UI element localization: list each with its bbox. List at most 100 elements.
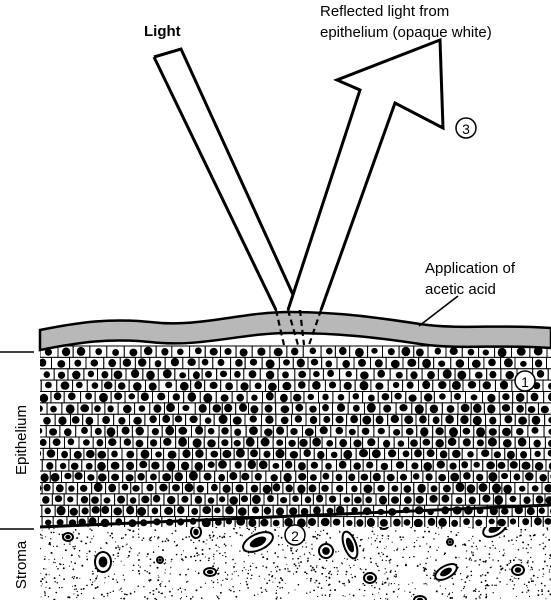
stroma-dot xyxy=(443,553,446,556)
cell-nucleus xyxy=(481,449,490,458)
stroma-dot xyxy=(49,544,52,546)
cell-nucleus xyxy=(54,495,63,503)
cell-nucleus xyxy=(161,348,169,356)
stroma-dot xyxy=(198,539,201,542)
cell-nucleus xyxy=(516,428,524,436)
stroma-dot xyxy=(127,556,129,558)
stroma-dot xyxy=(52,545,55,547)
stroma-dot xyxy=(449,597,452,599)
stroma-dot xyxy=(123,564,125,566)
cell-nucleus xyxy=(294,415,303,423)
cell-nucleus xyxy=(442,484,451,493)
cell-nucleus xyxy=(531,427,539,434)
epithelial-cell xyxy=(40,379,42,393)
cell-nucleus xyxy=(395,461,405,469)
stroma-dot xyxy=(359,544,362,547)
cell-nucleus xyxy=(403,485,412,493)
stroma-dot xyxy=(218,572,220,575)
cell-nucleus xyxy=(371,449,381,459)
cell-nucleus xyxy=(298,462,306,471)
stroma-dot xyxy=(295,570,298,573)
cell-nucleus xyxy=(56,505,66,516)
stroma-dot xyxy=(144,596,146,598)
stroma-dot xyxy=(107,532,109,534)
cell-nucleus xyxy=(472,415,482,426)
cell-nucleus xyxy=(191,507,199,515)
cell-nucleus xyxy=(413,518,423,527)
cell-nucleus xyxy=(162,369,172,379)
stroma-dot xyxy=(185,595,188,598)
cell-nucleus xyxy=(342,360,351,368)
stroma-dot xyxy=(112,590,115,592)
stroma-dot xyxy=(148,539,151,541)
cell-nucleus xyxy=(309,474,317,481)
cell-nucleus xyxy=(234,461,242,469)
stroma-dot xyxy=(109,534,112,537)
stroma-cell-nucleus xyxy=(322,547,330,555)
stroma-dot xyxy=(137,564,140,566)
cell-nucleus xyxy=(121,483,129,491)
cell-nucleus xyxy=(194,461,203,471)
stroma-dot xyxy=(518,559,520,561)
stroma-dot xyxy=(211,531,214,533)
stroma-dot xyxy=(72,568,75,571)
stroma-dot xyxy=(268,579,271,582)
cell-nucleus xyxy=(531,485,539,492)
stroma-dot xyxy=(388,584,390,586)
stroma-dot xyxy=(314,531,317,533)
stroma-dot xyxy=(232,558,234,561)
epithelial-cell xyxy=(546,345,551,358)
stroma-dot xyxy=(506,528,508,531)
stroma-dot xyxy=(201,553,204,556)
stroma-dot xyxy=(245,580,248,583)
stroma-dot xyxy=(166,538,168,540)
stroma-dot xyxy=(270,571,272,573)
stroma-dot xyxy=(41,537,43,539)
stroma-dot xyxy=(541,590,543,592)
cell-nucleus xyxy=(189,415,198,424)
stroma-dot xyxy=(117,555,119,557)
stroma-dot xyxy=(479,593,482,596)
cell-nucleus xyxy=(503,484,512,494)
stroma-dot xyxy=(152,593,155,596)
stroma-dot xyxy=(225,578,227,580)
cell-nucleus xyxy=(476,473,484,482)
cell-nucleus xyxy=(538,507,545,514)
stroma-dot xyxy=(309,591,311,593)
stroma-dot xyxy=(295,550,298,552)
stroma-dot xyxy=(384,573,386,575)
cell-nucleus xyxy=(270,474,278,482)
cell-nucleus xyxy=(151,461,160,470)
stroma-dot xyxy=(148,572,151,575)
stroma-dot xyxy=(155,588,158,590)
stroma-dot xyxy=(417,536,419,539)
cell-nucleus xyxy=(291,347,299,356)
stroma-dot xyxy=(216,596,219,598)
stroma-dot xyxy=(137,585,139,587)
stroma-dot xyxy=(370,543,372,545)
cell-nucleus xyxy=(404,415,414,425)
stroma-dot xyxy=(115,579,117,581)
cell-nucleus xyxy=(462,427,471,435)
stroma-dot xyxy=(62,567,65,570)
stroma-dot xyxy=(115,541,117,543)
cell-nucleus xyxy=(351,507,358,514)
cell-nucleus xyxy=(260,518,269,527)
stroma-dot xyxy=(419,545,421,547)
cell-nucleus xyxy=(330,451,338,458)
stroma-dot xyxy=(359,538,362,541)
cell-nucleus xyxy=(487,393,496,403)
stroma-dot xyxy=(385,559,387,562)
stroma-dot xyxy=(515,578,517,580)
stroma-dot xyxy=(485,593,488,596)
stroma-cell-nucleus xyxy=(448,540,452,544)
cell-nucleus xyxy=(83,439,90,446)
stroma-dot xyxy=(463,586,466,588)
stroma-dot xyxy=(545,598,547,600)
stroma-dot xyxy=(465,550,468,552)
stroma-dot xyxy=(451,597,454,599)
stroma-cell-nucleus xyxy=(98,556,108,568)
cell-nucleus xyxy=(40,450,42,457)
stroma-dot xyxy=(245,569,247,571)
stroma-dot xyxy=(545,536,547,538)
